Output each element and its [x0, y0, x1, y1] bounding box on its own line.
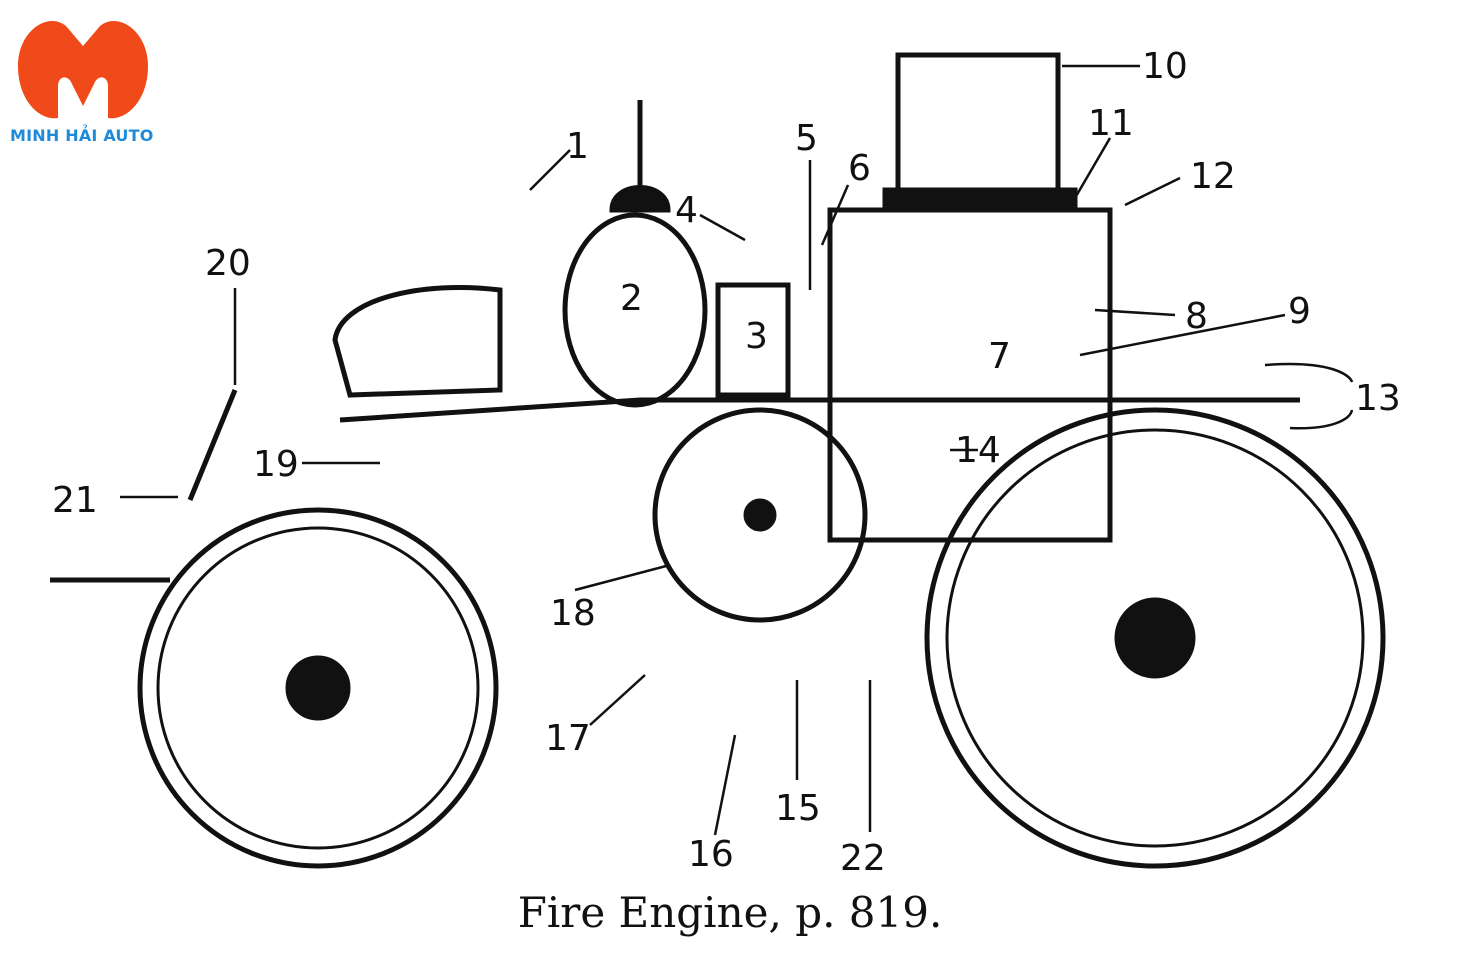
callout-9: 9 — [1288, 291, 1311, 332]
callout-3: 3 — [745, 316, 768, 357]
callout-17: 17 — [545, 718, 591, 759]
front-wheel — [924, 407, 1386, 869]
callout-14: 14 — [955, 430, 1001, 471]
brand-logo — [18, 20, 148, 119]
flywheel — [652, 407, 868, 623]
boiler — [827, 207, 1113, 543]
front-hub — [1114, 597, 1196, 679]
callout-11: 11 — [1088, 103, 1134, 144]
logo-mark-icon — [18, 20, 148, 119]
smokestack — [895, 52, 1061, 213]
callout-7: 7 — [988, 336, 1011, 377]
callout-1: 1 — [566, 126, 589, 167]
callout-6: 6 — [848, 148, 871, 189]
callout-15: 15 — [775, 788, 821, 829]
callout-13: 13 — [1355, 378, 1401, 419]
brand-name: MINH HẢI AUTO — [10, 126, 154, 145]
callout-18: 18 — [550, 593, 596, 634]
frame — [339, 397, 1300, 423]
callout-8: 8 — [1185, 296, 1208, 337]
air-chamber — [562, 212, 708, 408]
driver-seat — [332, 285, 503, 398]
callout-2: 2 — [620, 278, 643, 319]
rear-hub — [285, 655, 351, 721]
callout-12: 12 — [1190, 156, 1236, 197]
callout-19: 19 — [253, 444, 299, 485]
rear-wheel — [137, 507, 499, 869]
callout-22: 22 — [840, 838, 886, 879]
callout-16: 16 — [688, 834, 734, 875]
callout-4: 4 — [675, 190, 698, 231]
figure-caption: Fire Engine, p. 819. — [517, 888, 943, 937]
callout-20: 20 — [205, 243, 251, 284]
callout-21: 21 — [52, 480, 98, 521]
callout-10: 10 — [1142, 46, 1188, 87]
callout-5: 5 — [795, 118, 818, 159]
